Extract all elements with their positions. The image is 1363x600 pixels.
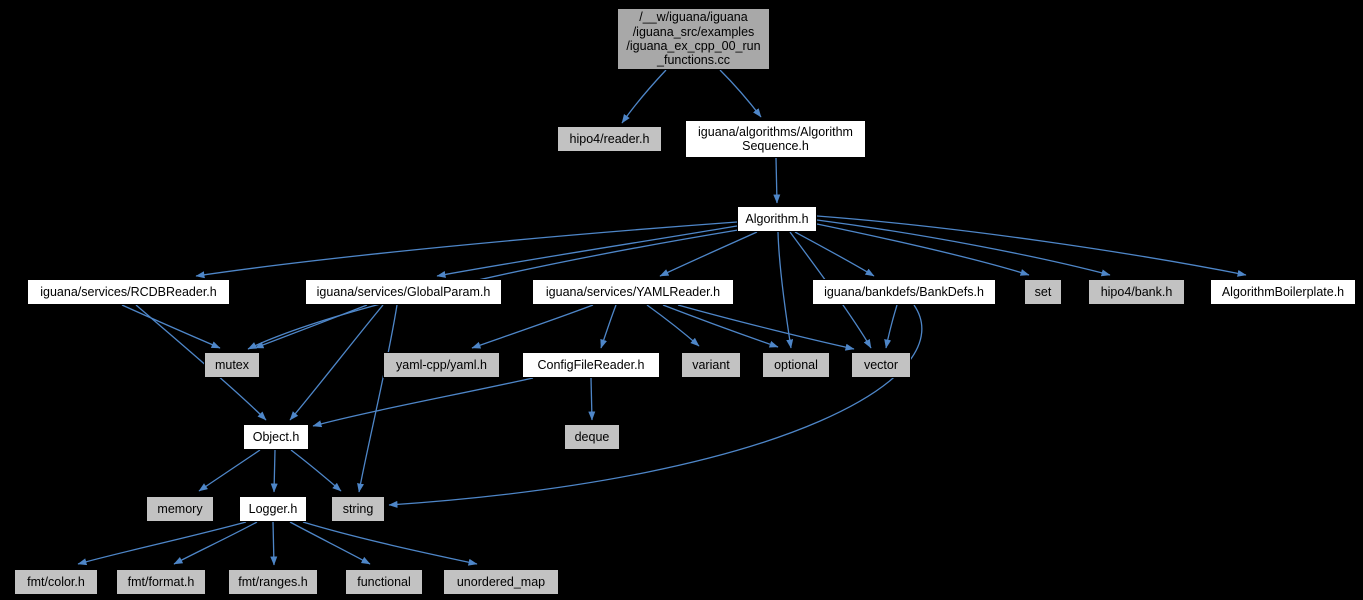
node-hipo4-reader-h: hipo4/reader.h [557, 126, 662, 152]
node-vector: vector [851, 352, 911, 378]
node-rcdb-reader-h[interactable]: iguana/services/RCDBReader.h [27, 279, 230, 305]
node-hipo4-bank-h: hipo4/bank.h [1088, 279, 1185, 305]
edge-rcdb-reader-to-mutex [121, 304, 221, 349]
node-fmt-color-h: fmt/color.h [14, 569, 98, 595]
node-yaml-cpp-yaml-h: yaml-cpp/yaml.h [383, 352, 500, 378]
edge-yaml-reader-to-vector [677, 304, 855, 351]
edge-object-to-string [290, 449, 342, 492]
edge-logger-to-unordered-map [302, 521, 478, 566]
node-yaml-reader-h[interactable]: iguana/services/YAMLReader.h [532, 279, 734, 305]
edge-bankdefs-to-vector [884, 304, 898, 349]
node-set: set [1024, 279, 1062, 305]
edge-algorithm-to-algorithm-boilerplate [816, 215, 1247, 277]
edge-object-to-logger [270, 449, 278, 493]
edge-logger-to-functional [289, 521, 371, 565]
edge-algorithm-to-global-param [436, 225, 738, 278]
node-root-source-file: /__w/iguana/iguana /iguana_src/examples … [617, 8, 770, 70]
node-algorithm-h[interactable]: Algorithm.h [737, 206, 817, 232]
node-optional: optional [762, 352, 830, 378]
node-algorithm-sequence-h[interactable]: iguana/algorithms/Algorithm Sequence.h [685, 120, 866, 158]
node-string: string [331, 496, 385, 522]
edge-object-to-memory [198, 449, 261, 492]
edge-algorithm-to-rcdb-reader [195, 221, 738, 279]
node-variant: variant [681, 352, 741, 378]
node-bankdefs-h[interactable]: iguana/bankdefs/BankDefs.h [812, 279, 996, 305]
edge-yaml-reader-to-yaml-cpp [471, 304, 594, 349]
edge-global-param-to-object [289, 304, 384, 421]
node-fmt-format-h: fmt/format.h [116, 569, 206, 595]
edge-config-file-reader-to-deque [588, 377, 596, 421]
edge-logger-to-fmt-color [77, 521, 247, 566]
node-logger-h[interactable]: Logger.h [239, 496, 307, 522]
edge-algorithm-to-set [816, 223, 1030, 276]
edge-algorithm-sequence-to-algorithm [773, 157, 781, 204]
edge-config-file-reader-to-object [312, 377, 534, 428]
node-fmt-ranges-h: fmt/ranges.h [228, 569, 318, 595]
edge-root-to-hipo4-reader [621, 69, 667, 124]
edge-yaml-reader-to-config-file-reader [600, 304, 617, 349]
edge-global-param-to-mutex [254, 304, 368, 349]
edge-yaml-reader-to-variant [646, 304, 700, 347]
node-unordered-map: unordered_map [443, 569, 559, 595]
edge-bankdefs-to-string [388, 304, 923, 508]
edge-algorithm-to-bankdefs [794, 231, 875, 277]
edge-algorithm-to-yaml-reader [659, 231, 758, 277]
node-config-file-reader-h[interactable]: ConfigFileReader.h [522, 352, 660, 378]
edge-algorithm-to-hipo4-bank [816, 219, 1111, 277]
edge-logger-to-fmt-ranges [270, 521, 278, 566]
node-object-h[interactable]: Object.h [243, 424, 309, 450]
edge-yaml-reader-to-optional [662, 304, 779, 348]
node-global-param-h[interactable]: iguana/services/GlobalParam.h [305, 279, 502, 305]
edge-logger-to-fmt-format [173, 521, 258, 565]
node-mutex: mutex [204, 352, 260, 378]
node-algorithm-boilerplate-h[interactable]: AlgorithmBoilerplate.h [1210, 279, 1356, 305]
edge-algorithm-to-optional [777, 231, 794, 349]
edge-global-param-to-string [357, 304, 398, 493]
edge-root-to-algorithm-sequence [719, 69, 762, 118]
node-memory: memory [146, 496, 214, 522]
node-functional: functional [345, 569, 423, 595]
node-deque: deque [564, 424, 620, 450]
